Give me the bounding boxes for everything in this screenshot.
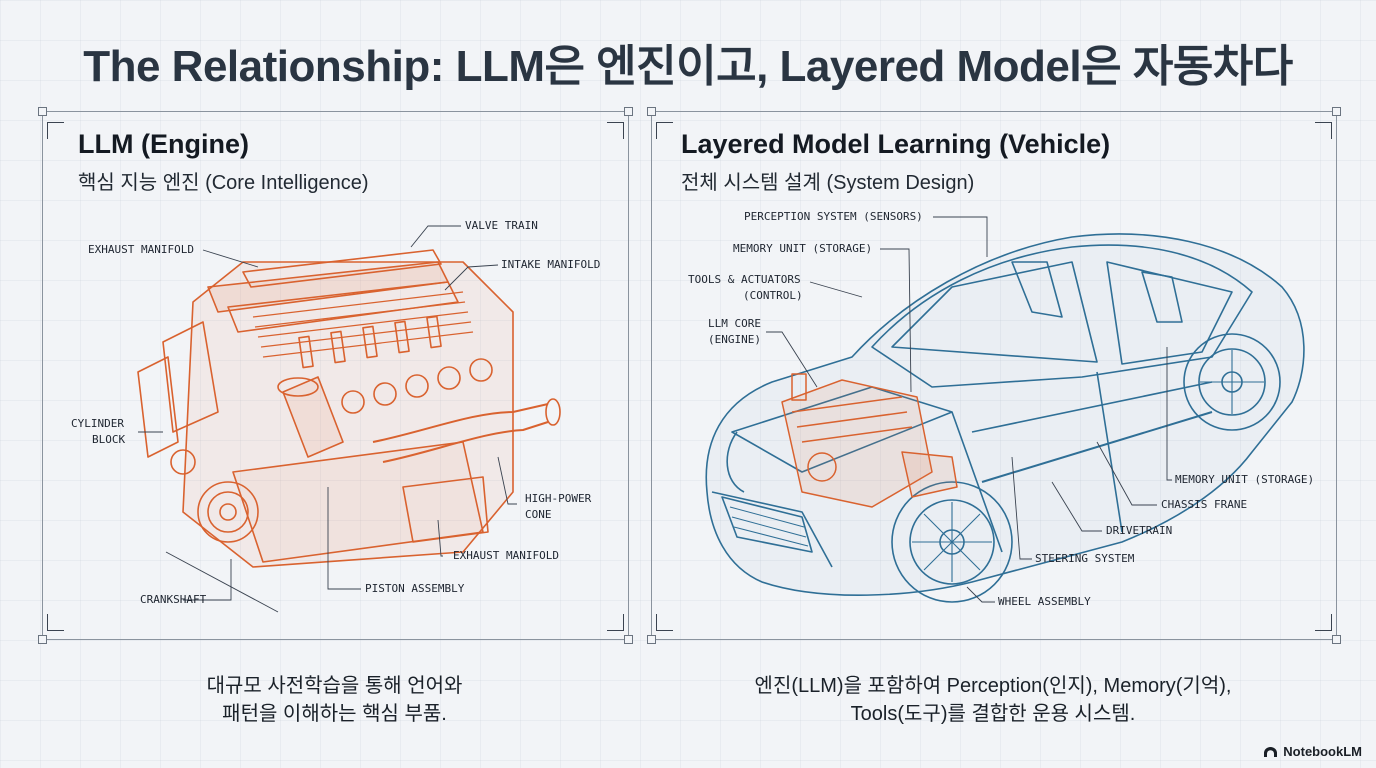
label-llm-core-line2: (ENGINE) — [708, 333, 761, 346]
frame-corner — [607, 614, 624, 631]
notebooklm-logo-icon — [1264, 746, 1278, 757]
resize-handle — [38, 107, 47, 116]
engine-panel-subtitle: 핵심 지능 엔진 (Core Intelligence) — [78, 172, 369, 194]
brand-name: NotebookLM — [1283, 744, 1362, 759]
resize-handle — [647, 635, 656, 644]
frame-corner — [656, 122, 673, 139]
label-steering-system: STEERING SYSTEM — [1035, 552, 1135, 565]
resize-handle — [624, 107, 633, 116]
resize-handle — [647, 107, 656, 116]
frame-corner — [1315, 614, 1332, 631]
resize-handle — [1332, 107, 1341, 116]
vehicle-panel-title: Layered Model Learning (Vehicle) — [681, 129, 1111, 159]
engine-illustration: EXHAUST MANIFOLD VALVE TRAIN INTAKE MANI… — [71, 219, 600, 613]
label-memory-unit-top: MEMORY UNIT (STORAGE) — [733, 242, 872, 255]
frame-corner — [607, 122, 624, 139]
vehicle-caption-line1: 엔진(LLM)을 포함하여 Perception(인지), Memory(기억)… — [754, 675, 1232, 697]
engine-panel: EXHAUST MANIFOLD VALVE TRAIN INTAKE MANI… — [38, 107, 633, 644]
engine-leader-lines — [138, 225, 517, 613]
vehicle-illustration: PERCEPTION SYSTEM (SENSORS) MEMORY UNIT … — [688, 210, 1314, 608]
label-cylinder-block-line2: BLOCK — [92, 433, 125, 446]
engine-drawing-icon — [137, 249, 561, 568]
label-wheel-assembly: WHEEL ASSEMBLY — [998, 595, 1091, 608]
resize-handle — [38, 635, 47, 644]
resize-handle — [624, 635, 633, 644]
label-high-power-line1: HIGH-POWER — [525, 492, 592, 505]
label-chassis-frame: CHASSIS FRANE — [1161, 498, 1247, 511]
frame-corner — [1315, 122, 1332, 139]
label-exhaust-manifold-top: EXHAUST MANIFOLD — [88, 243, 194, 256]
frame-corner — [47, 122, 64, 139]
vehicle-caption-line2: Tools(도구)를 결합한 운용 시스템. — [850, 703, 1136, 725]
vehicle-panel: PERCEPTION SYSTEM (SENSORS) MEMORY UNIT … — [647, 107, 1341, 644]
vehicle-panel-subtitle: 전체 시스템 설계 (System Design) — [681, 172, 975, 194]
vehicle-caption: 엔진(LLM)을 포함하여 Perception(인지), Memory(기억)… — [651, 672, 1335, 728]
label-tools-actuators-line1: TOOLS & ACTUATORS — [688, 273, 801, 286]
frame-corner — [656, 614, 673, 631]
label-piston-assembly: PISTON ASSEMBLY — [365, 582, 465, 595]
label-valve-train: VALVE TRAIN — [465, 219, 538, 232]
label-intake-manifold: INTAKE MANIFOLD — [501, 258, 600, 271]
embedded-engine-icon — [781, 373, 958, 508]
engine-panel-title: LLM (Engine) — [78, 129, 249, 159]
brand-watermark: NotebookLM — [1263, 744, 1362, 759]
engine-caption: 대규모 사전학습을 통해 언어와 패턴을 이해하는 핵심 부품. — [42, 672, 627, 728]
label-exhaust-manifold-bottom: EXHAUST MANIFOLD — [453, 549, 559, 562]
label-llm-core-line1: LLM CORE — [708, 317, 761, 330]
label-perception-system: PERCEPTION SYSTEM (SENSORS) — [744, 210, 923, 223]
label-drivetrain: DRIVETRAIN — [1106, 524, 1172, 537]
page-title: The Relationship: LLM은 엔진이고, Layered Mod… — [83, 42, 1293, 91]
engine-caption-line2: 패턴을 이해하는 핵심 부품. — [222, 703, 447, 725]
resize-handle — [1332, 635, 1341, 644]
label-cylinder-block-line1: CYLINDER — [71, 417, 124, 430]
label-crankshaft: CRANKSHAFT — [140, 593, 207, 606]
label-high-power-line2: CONE — [525, 508, 552, 521]
frame-corner — [47, 614, 64, 631]
label-memory-unit-right: MEMORY UNIT (STORAGE) — [1175, 473, 1314, 486]
engine-caption-line1: 대규모 사전학습을 통해 언어와 — [206, 675, 463, 697]
vehicle-leader-lines — [766, 216, 1172, 603]
label-tools-actuators-line2: (CONTROL) — [743, 289, 803, 302]
